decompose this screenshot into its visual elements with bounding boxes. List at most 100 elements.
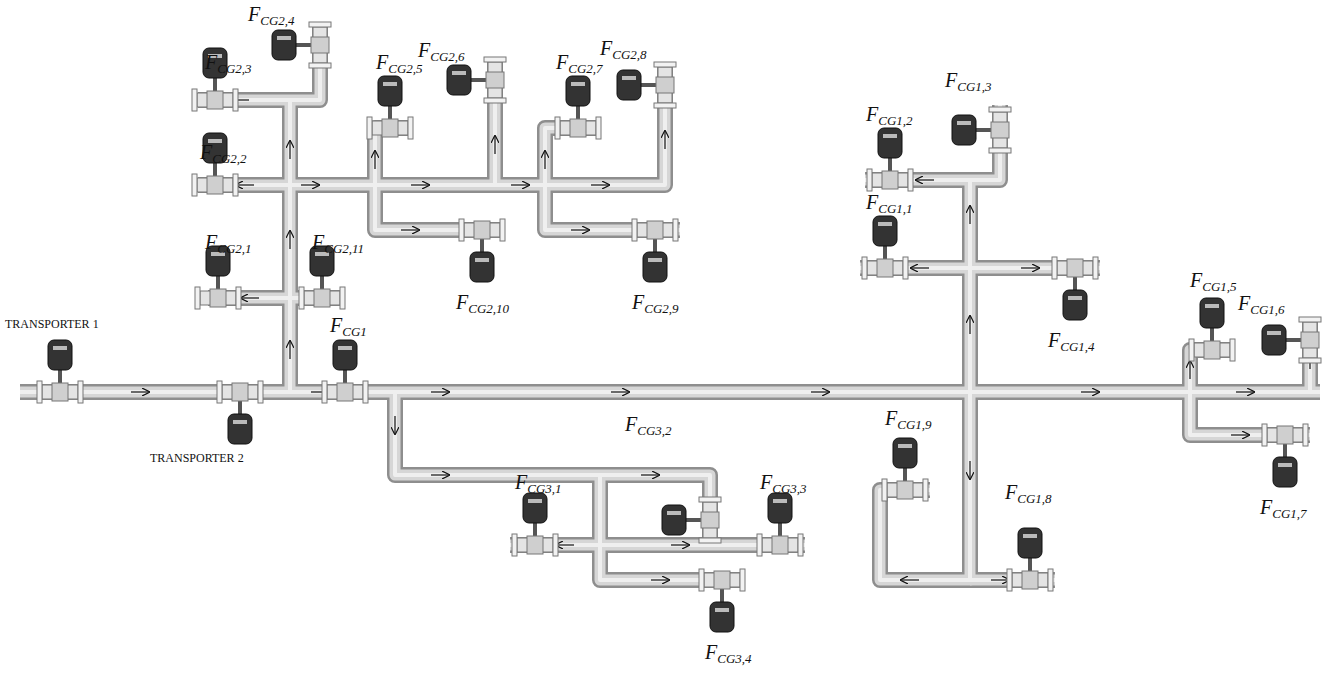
- pipe: [865, 105, 1000, 180]
- meter-display: [338, 346, 352, 350]
- meter-display: [528, 499, 542, 503]
- pipe: [880, 392, 970, 580]
- meter-body: [772, 536, 788, 554]
- meter-head: [1262, 325, 1286, 355]
- meter-flange: [233, 89, 238, 111]
- flow-arrow: [289, 141, 290, 159]
- flow-arrow: [969, 461, 970, 479]
- meter-display: [1205, 304, 1219, 308]
- flow-arrow: [301, 184, 319, 185]
- meter-body: [311, 37, 329, 53]
- pipe: [865, 105, 1000, 180]
- meter-body: [474, 221, 490, 239]
- meter-flange: [309, 63, 331, 68]
- meter-label: FCG2,6: [418, 40, 465, 60]
- meter-display: [53, 346, 67, 350]
- meter-label: FCG2,10: [456, 292, 509, 312]
- meter-flange: [512, 534, 517, 556]
- meter-body: [1204, 341, 1220, 359]
- meter-label: FCG1,8: [1005, 482, 1052, 502]
- flow-arrow: [671, 544, 689, 545]
- flow-arrow: [544, 151, 545, 169]
- meter-flange: [654, 103, 676, 108]
- meter-head: [643, 252, 667, 282]
- meter-display: [622, 76, 636, 80]
- pipe: [20, 384, 1320, 400]
- meter-flange: [192, 174, 197, 196]
- meter-flange: [1299, 317, 1321, 322]
- meter-body: [714, 571, 730, 589]
- pipe: [880, 392, 970, 580]
- meter-body: [1067, 259, 1083, 277]
- flow-arrow: [511, 184, 529, 185]
- meter-flange: [699, 497, 721, 502]
- meter-flange: [1299, 358, 1321, 363]
- flow-arrow: [411, 184, 429, 185]
- meter-display: [1023, 534, 1037, 538]
- pipe: [198, 25, 320, 100]
- meter-display: [571, 82, 585, 86]
- flow-arrow: [236, 184, 254, 185]
- flow-arrow: [394, 416, 395, 434]
- meter-head: [378, 76, 402, 106]
- flow-arrow: [1189, 361, 1190, 379]
- meter-display: [715, 608, 729, 612]
- meter-head: [566, 76, 590, 106]
- meter-flange: [1262, 424, 1267, 446]
- meter-label: FCG1,6: [1238, 293, 1285, 313]
- flow-arrow: [494, 136, 495, 154]
- meter-flange: [798, 534, 803, 556]
- meter-flange: [484, 57, 506, 62]
- meter-label: FCG3,1: [515, 472, 562, 492]
- meter-display: [1267, 331, 1281, 335]
- meter-head: [470, 252, 494, 282]
- meter-label: FCG2,8: [600, 38, 647, 58]
- meter-head: [48, 340, 72, 370]
- flow-arrow: [1081, 391, 1099, 392]
- pipe: [198, 25, 320, 100]
- meter-head: [1200, 298, 1224, 328]
- meter-flange: [555, 117, 560, 139]
- flow-arrow: [1236, 391, 1254, 392]
- meter-body: [897, 481, 913, 499]
- meter-label: FCG1,5: [1190, 270, 1237, 290]
- flow-arrow: [1021, 267, 1039, 268]
- meter-head: [1063, 290, 1087, 320]
- meter-body: [647, 221, 663, 239]
- meter-display: [773, 499, 787, 503]
- flow-arrow: [289, 341, 290, 359]
- meter-flange: [740, 569, 745, 591]
- meter-label: FCG2,5: [376, 52, 423, 72]
- pipe: [20, 387, 1320, 398]
- meter-label: FCG3,2: [625, 414, 672, 434]
- meter-flange: [862, 257, 867, 279]
- flow-arrow: [431, 474, 449, 475]
- meter-flange: [867, 169, 872, 191]
- meter-display: [1278, 463, 1292, 467]
- meter-flange: [37, 381, 42, 403]
- meter-body: [656, 77, 674, 93]
- meter-flange: [923, 479, 928, 501]
- meter-flange: [459, 219, 464, 241]
- meter-display: [957, 121, 971, 125]
- meter-flange: [757, 534, 762, 556]
- flow-arrow: [811, 391, 829, 392]
- pipe: [880, 392, 970, 580]
- meter-display: [883, 134, 897, 138]
- meter-flange: [484, 98, 506, 103]
- meter-flange: [500, 219, 505, 241]
- pipe: [865, 105, 1000, 180]
- meter-flange: [699, 569, 704, 591]
- flow-arrow: [241, 297, 259, 298]
- pipe: [395, 392, 710, 545]
- flow-arrow: [556, 544, 574, 545]
- meter-label: FCG1,4: [1048, 330, 1095, 350]
- pipe: [600, 475, 745, 580]
- pipe: [395, 392, 710, 545]
- meter-display: [452, 71, 466, 75]
- meter-flange: [903, 257, 908, 279]
- meter-display: [667, 511, 681, 515]
- meter-flange: [1007, 569, 1012, 591]
- meter-head: [893, 438, 917, 468]
- transporter-label: TRANSPORTER 2: [150, 452, 244, 464]
